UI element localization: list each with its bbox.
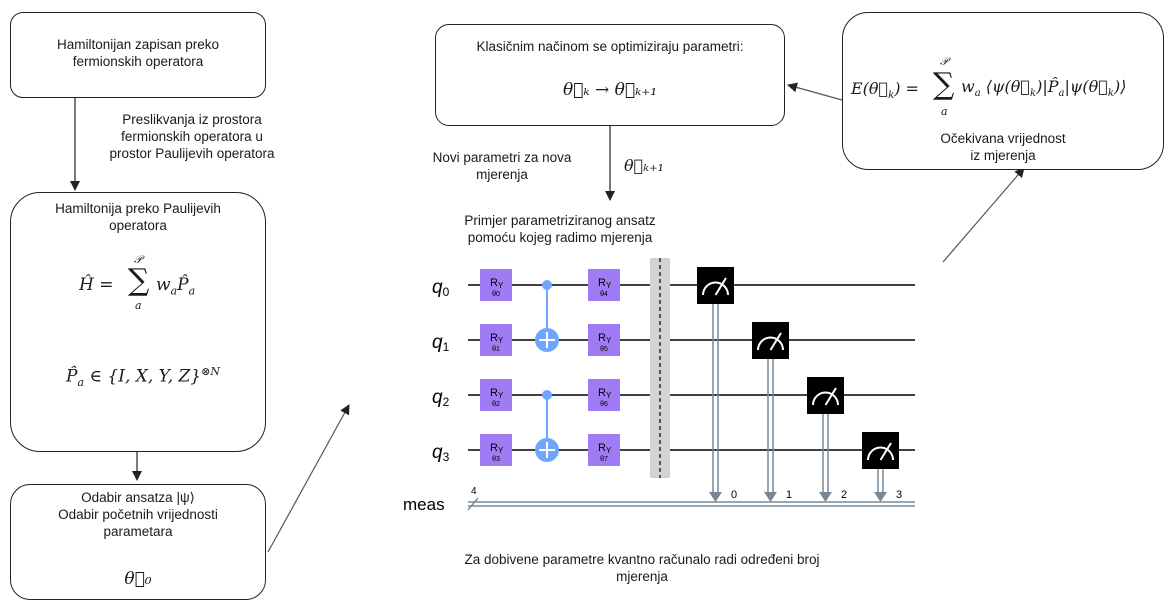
circuit-footer-line2: mjerenja bbox=[616, 569, 668, 584]
box-classical-line1: Klasičnim načinom se optimiziraju parame… bbox=[476, 39, 744, 54]
classical-register-width: 4 bbox=[471, 486, 477, 497]
box-ansatz-choice-line1: Odabir ansatza |ψ⟩ bbox=[81, 490, 195, 505]
initial-theta-equation: θ⃗₀ bbox=[124, 569, 152, 589]
box-hamiltonian-pauli: Hamiltonija preko Paulijevih operatora Ĥ… bbox=[10, 192, 266, 452]
measure-gate-0 bbox=[697, 267, 734, 304]
mapping-label-line1: Preslikvanja iz prostora bbox=[122, 112, 262, 127]
ry-gate-param: θ2 bbox=[492, 401, 500, 408]
barrier bbox=[650, 258, 670, 478]
new-theta-equation: θ⃗ₖ₊₁ bbox=[624, 156, 664, 175]
theta-update-equation: θ⃗ₖ → θ⃗ₖ₊₁ bbox=[562, 80, 658, 100]
box-hamiltonian-fermion-line1: Hamiltonijan zapisan preko bbox=[56, 37, 220, 52]
cnot-gate-q2-q3 bbox=[535, 390, 559, 462]
box-hamiltonian-pauli-line2: operatora bbox=[109, 218, 167, 233]
ry-gate-label: RY bbox=[490, 387, 504, 400]
measure-arrowheads bbox=[709, 492, 887, 502]
ry-gate-label: RY bbox=[490, 277, 504, 290]
qubit-label-2: q2 bbox=[432, 387, 450, 409]
ry-gate-param: θ5 bbox=[600, 346, 608, 353]
new-params-line2: mjerenja bbox=[476, 167, 528, 182]
measure-gate-2 bbox=[807, 377, 844, 414]
box-expectation: E(θ⃗k) = ∑ 𝒫 a wa ⟨ψ(θ⃗k)|P̂a|ψ(θ⃗k)⟩ Oč… bbox=[842, 12, 1164, 170]
ry-gate-param: θ3 bbox=[492, 456, 500, 463]
ry-gate-label: RY bbox=[598, 387, 612, 400]
measure-bit-0: 0 bbox=[731, 489, 737, 501]
measure-bit-2: 2 bbox=[841, 489, 847, 501]
ry-gate-param: θ4 bbox=[600, 291, 608, 298]
circuit-title-line1: Primjer parametriziranog ansatz bbox=[464, 213, 656, 228]
classical-wire bbox=[467, 497, 915, 511]
qubit-label-0: q0 bbox=[432, 277, 450, 299]
measure-links bbox=[712, 300, 884, 495]
mapping-label-line2: fermionskih operatora u bbox=[121, 129, 263, 144]
expectation-equation: E(θ⃗k) = ∑ 𝒫 a wa ⟨ψ(θ⃗k)|P̂a|ψ(θ⃗k)⟩ bbox=[851, 55, 1127, 118]
box-ansatz-choice-line3: parametara bbox=[103, 524, 173, 539]
expectation-line1: Očekivana vrijednost bbox=[940, 131, 1066, 146]
box-hamiltonian-fermion-line2: fermionskih operatora bbox=[72, 54, 204, 69]
ry-gate-label: RY bbox=[490, 442, 504, 455]
new-params-line1: Novi parametri za nova bbox=[432, 150, 572, 165]
measure-gate-3 bbox=[862, 432, 899, 469]
box-classical-optimisation: Klasičnim načinom se optimiziraju parame… bbox=[435, 24, 785, 126]
arrow-ansatz-to-circuit bbox=[267, 404, 350, 553]
measure-bit-1: 1 bbox=[786, 489, 792, 501]
ry-gate-label: RY bbox=[598, 442, 612, 455]
arrow-expectation-to-classical bbox=[787, 82, 843, 101]
measure-gate-1 bbox=[752, 322, 789, 359]
box-hamiltonian-pauli-line1: Hamiltonija preko Paulijevih bbox=[55, 201, 221, 216]
quantum-circuit: 0 1 2 3 q0 q1 q2 q3 meas 4 RYθ0RYθ1RYθ2R… bbox=[403, 258, 915, 514]
ry-gate-param: θ0 bbox=[492, 291, 500, 298]
cnot-gate-q0-q1 bbox=[535, 280, 559, 352]
arrow-circuit-to-expectation bbox=[942, 167, 1025, 263]
ry-gate-label: RY bbox=[598, 277, 612, 290]
classical-register-label: meas bbox=[403, 495, 445, 514]
measure-bit-3: 3 bbox=[896, 489, 902, 501]
box-ansatz-choice: Odabir ansatza |ψ⟩ Odabir početnih vrije… bbox=[10, 484, 266, 600]
ry-gate-label: RY bbox=[598, 332, 612, 345]
pauli-set-equation: P̂a ∈ {I, X, Y, Z}⊗N bbox=[66, 365, 220, 390]
circuit-title-line2: pomoću kojeg radimo mjerenja bbox=[467, 230, 653, 245]
expectation-line2: iz mjerenja bbox=[970, 148, 1036, 163]
ry-gate-param: θ7 bbox=[600, 456, 608, 463]
circuit-footer-line1: Za dobivene parametre kvantno računalo r… bbox=[464, 552, 820, 567]
ry-gate-param: θ6 bbox=[600, 401, 608, 408]
box-hamiltonian-fermion: Hamiltonijan zapisan preko fermionskih o… bbox=[10, 12, 266, 98]
ry-gate-param: θ1 bbox=[492, 346, 500, 353]
box-ansatz-choice-line2: Odabir početnih vrijednosti bbox=[58, 507, 218, 522]
mapping-label-line3: prostor Paulijevih operatora bbox=[109, 146, 275, 161]
ry-gate-label: RY bbox=[490, 332, 504, 345]
hamiltonian-equation: Ĥ = ∑ 𝒫 a waP̂a bbox=[79, 253, 196, 312]
qubit-label-1: q1 bbox=[432, 332, 450, 354]
qubit-label-3: q3 bbox=[432, 442, 450, 464]
